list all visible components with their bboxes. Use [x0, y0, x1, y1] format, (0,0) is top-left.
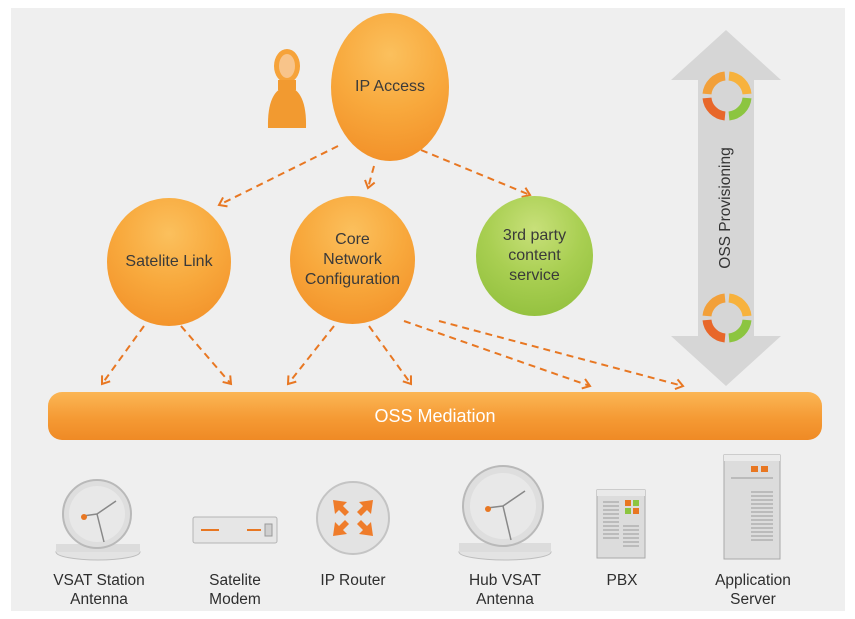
ip-router-icon: [316, 481, 390, 555]
node-ip-access-label: IP Access: [355, 78, 425, 95]
hub-antenna-icon: [458, 465, 552, 561]
oss-mediation-bar: OSS Mediation: [48, 392, 822, 440]
person-icon: [267, 49, 307, 128]
arrow-core-to-router: [286, 325, 335, 386]
node-core-network-label: Core Network Configuration: [304, 231, 401, 288]
pbx-icon: [596, 489, 646, 559]
device-label-router: IP Router: [320, 572, 386, 589]
provisioning-arrow: [671, 30, 781, 386]
connector-arrows: [100, 30, 781, 390]
cycle-icon: [702, 293, 752, 343]
arrow-ip-to-satelite: [217, 145, 339, 208]
arrow-satelite-to-modem: [180, 325, 233, 386]
oss-provisioning-label: OSS Provisioning: [717, 147, 734, 269]
arrow-ip-to-core: [364, 165, 376, 190]
device-label-pbx: PBX: [606, 572, 638, 589]
node-satelite-link-label: Satelite Link: [125, 253, 213, 270]
diagram-canvas: IP Access Satelite Link Core Network Con…: [11, 8, 845, 611]
device-label-modem: Satelite Modem: [209, 572, 261, 608]
arrow-satelite-to-vsat: [100, 325, 145, 386]
node-third-party: 3rd party content service: [476, 196, 593, 316]
node-satelite-link: Satelite Link: [107, 198, 231, 326]
arrow-core-to-pbx: [403, 320, 592, 390]
arrow-core-to-server: [438, 320, 685, 390]
application-server-icon: [723, 454, 781, 560]
node-third-party-label: 3rd party content service: [502, 227, 567, 284]
cycle-icon: [702, 71, 752, 121]
device-label-hub: Hub VSAT Antenna: [468, 572, 542, 608]
node-core-network: Core Network Configuration: [290, 196, 415, 324]
oss-mediation-label: OSS Mediation: [374, 405, 496, 426]
arrow-core-to-hub: [368, 325, 413, 386]
satellite-modem-icon: [192, 516, 278, 544]
node-ip-access: IP Access: [331, 13, 449, 161]
arrow-ip-to-thirdparty: [420, 149, 532, 198]
device-label-server: Application Server: [715, 572, 791, 608]
vsat-antenna-icon: [55, 479, 141, 561]
device-label-vsat: VSAT Station Antenna: [53, 572, 145, 608]
